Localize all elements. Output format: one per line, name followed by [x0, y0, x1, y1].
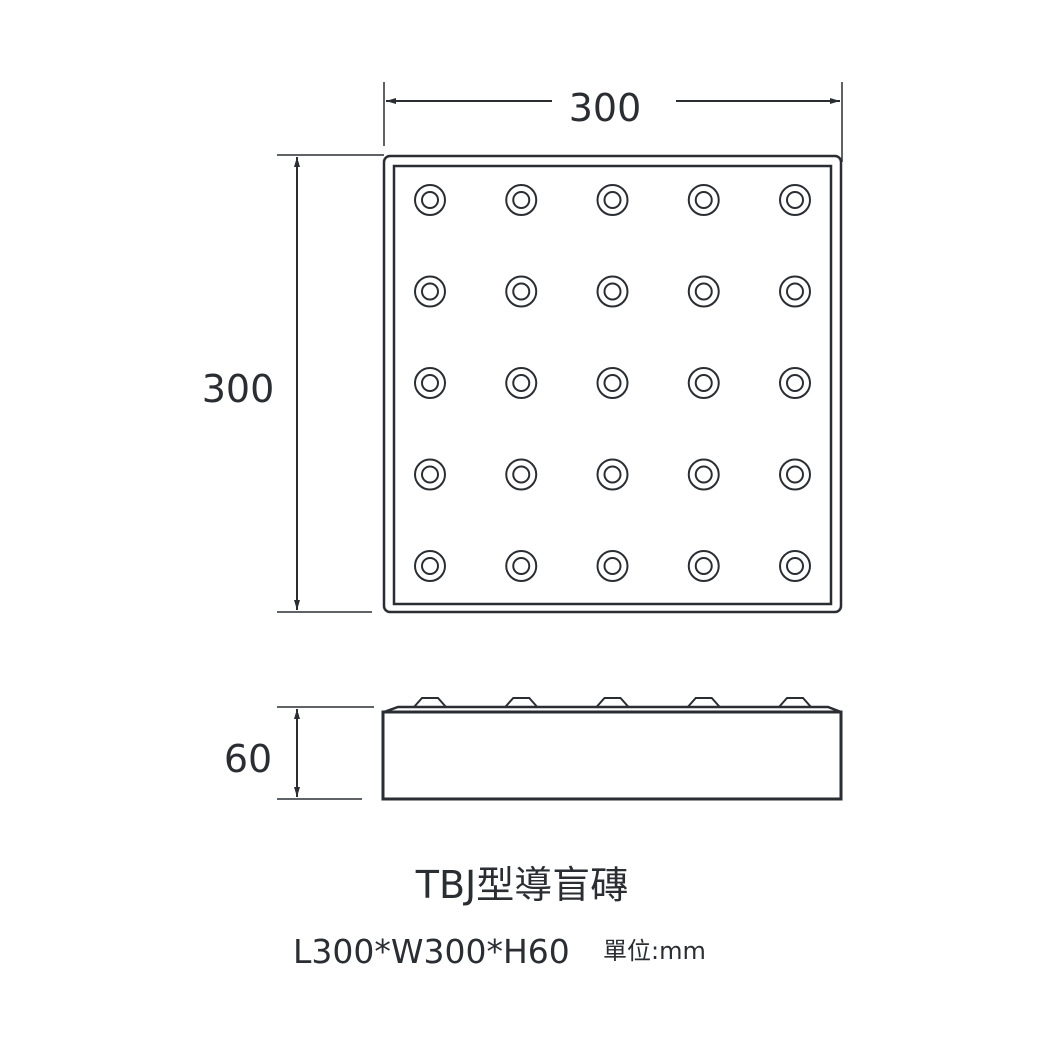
- dot-outer-ring: [596, 550, 629, 582]
- tactile-dot: [687, 367, 720, 399]
- side-stud: [595, 697, 630, 708]
- tile-inner-outline: [392, 164, 833, 606]
- dot-inner-ring: [603, 557, 622, 575]
- dot-inner-ring: [512, 282, 531, 301]
- dot-inner-ring: [421, 282, 439, 301]
- dot-inner-ring: [421, 465, 439, 484]
- dot-outer-ring: [687, 550, 720, 582]
- tile-top-view: [382, 154, 843, 614]
- tactile-dot: [779, 275, 811, 308]
- dot-outer-ring: [505, 458, 538, 491]
- tactile-dot: [414, 275, 446, 308]
- dot-outer-ring: [505, 550, 538, 582]
- dot-inner-ring: [786, 374, 804, 392]
- dot-inner-ring: [694, 374, 713, 392]
- dot-outer-ring: [505, 275, 538, 308]
- dot-inner-ring: [421, 191, 439, 209]
- length-label: 300: [569, 86, 642, 130]
- side-top-chamfer: [383, 705, 842, 714]
- tactile-dot: [779, 367, 811, 399]
- tactile-dot: [414, 458, 446, 491]
- height-label: 60: [224, 737, 272, 781]
- tactile-dot: [505, 367, 538, 399]
- height-dimension: 60: [224, 706, 374, 800]
- tactile-dot: [505, 458, 538, 491]
- dot-outer-ring: [596, 367, 629, 399]
- tactile-dot: [596, 275, 629, 308]
- dot-outer-ring: [596, 184, 629, 216]
- tactile-dot: [505, 550, 538, 582]
- tactile-dot: [779, 184, 811, 216]
- dot-inner-ring: [512, 374, 531, 392]
- tactile-dot: [687, 275, 720, 308]
- dot-outer-ring: [687, 275, 720, 308]
- dot-outer-ring: [779, 367, 811, 399]
- dot-outer-ring: [414, 458, 446, 491]
- side-stud: [504, 697, 538, 708]
- dot-inner-ring: [786, 465, 804, 484]
- dot-inner-ring: [694, 191, 713, 209]
- side-stud: [687, 697, 721, 708]
- tile-outline: [382, 154, 843, 614]
- dot-outer-ring: [414, 275, 446, 308]
- dot-outer-ring: [414, 367, 446, 399]
- dot-inner-ring: [512, 557, 531, 575]
- dot-outer-ring: [779, 550, 811, 582]
- tactile-dot: [687, 550, 720, 582]
- dot-outer-ring: [687, 367, 720, 399]
- dot-outer-ring: [779, 458, 811, 491]
- dot-inner-ring: [694, 465, 713, 484]
- dot-inner-ring: [694, 282, 713, 301]
- dot-inner-ring: [786, 282, 804, 301]
- length-dimension: 300: [383, 82, 843, 162]
- tactile-dot: [505, 275, 538, 308]
- dot-inner-ring: [421, 557, 439, 575]
- dot-outer-ring: [414, 550, 446, 582]
- dot-inner-ring: [603, 465, 622, 484]
- tactile-dot: [414, 550, 446, 582]
- dot-outer-ring: [687, 458, 720, 491]
- tactile-dot: [596, 184, 629, 216]
- tactile-dot: [414, 184, 446, 216]
- tactile-dot: [687, 458, 720, 491]
- tactile-dot: [596, 458, 629, 491]
- tactile-dot: [596, 367, 629, 399]
- dot-outer-ring: [505, 367, 538, 399]
- tactile-dot: [779, 550, 811, 582]
- dot-outer-ring: [596, 458, 629, 491]
- dot-outer-ring: [779, 275, 811, 308]
- dot-inner-ring: [786, 557, 804, 575]
- dot-inner-ring: [603, 282, 622, 301]
- dot-outer-ring: [596, 275, 629, 308]
- dot-inner-ring: [421, 374, 439, 392]
- side-body: [381, 710, 843, 801]
- tile-side-view: [381, 697, 843, 801]
- dot-inner-ring: [603, 374, 622, 392]
- tactile-dot: [779, 458, 811, 491]
- width-label: 300: [202, 367, 275, 411]
- unit-label: 單位:mm: [603, 937, 706, 965]
- tactile-dot: [596, 550, 629, 582]
- side-stud: [413, 697, 447, 708]
- size-spec: L300*W300*H60: [293, 932, 570, 971]
- tactile-dot: [687, 184, 720, 216]
- side-stud: [778, 697, 812, 708]
- dot-inner-ring: [786, 191, 804, 209]
- dot-outer-ring: [779, 184, 811, 216]
- dot-inner-ring: [603, 191, 622, 209]
- dot-outer-ring: [687, 184, 720, 216]
- tactile-dot: [414, 367, 446, 399]
- tactile-dot: [505, 184, 538, 216]
- dot-outer-ring: [414, 184, 446, 216]
- width-dimension: 300: [202, 154, 384, 613]
- dot-inner-ring: [694, 557, 713, 575]
- dot-outer-ring: [505, 184, 538, 216]
- dot-inner-ring: [512, 465, 531, 484]
- product-title: TBJ型導盲磚: [415, 863, 629, 907]
- dot-inner-ring: [512, 191, 531, 209]
